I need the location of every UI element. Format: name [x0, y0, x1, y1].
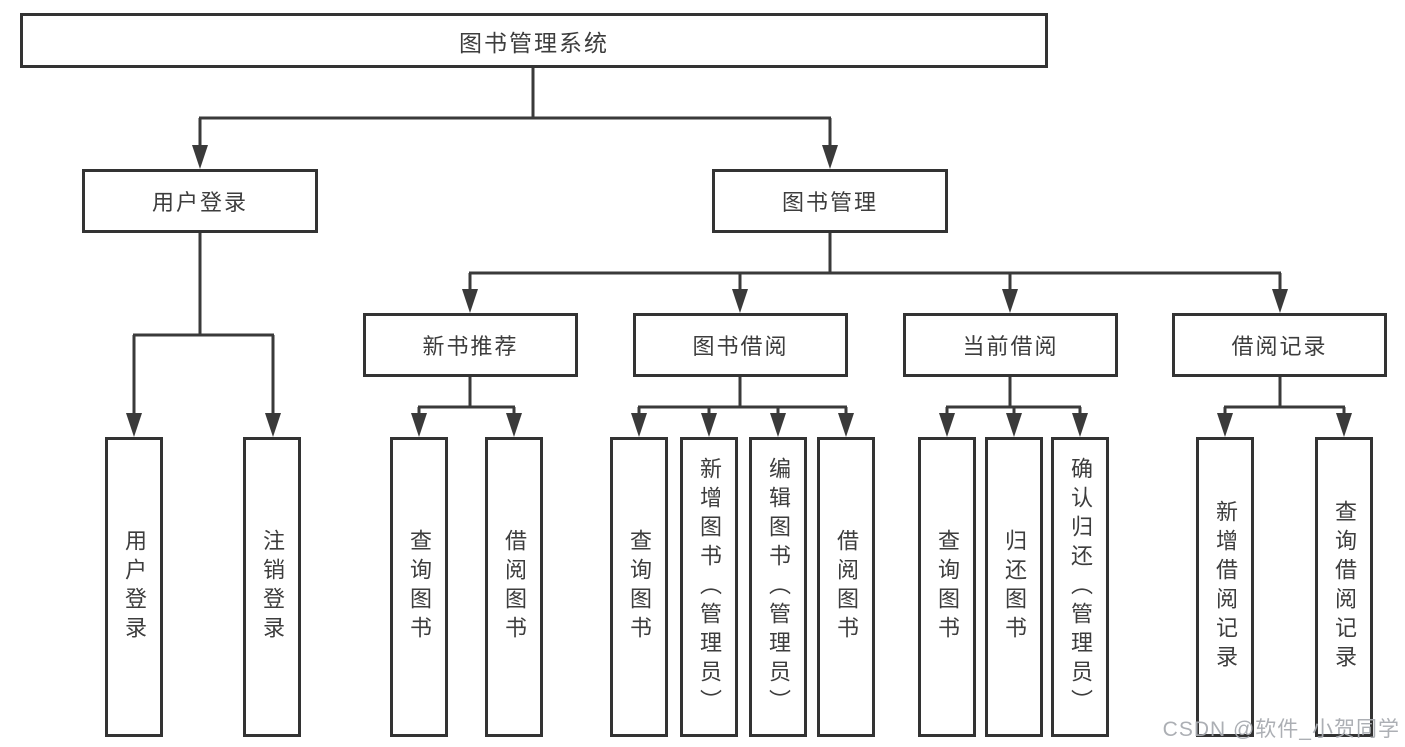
node-root-system: 图书管理系统	[20, 13, 1048, 68]
leaf-add-borrow-record: 新增借阅记录	[1196, 437, 1254, 737]
leaf-logout: 注销登录	[243, 437, 301, 737]
node-label: 用户登录	[151, 190, 248, 215]
node-current-borrow: 当前借阅	[903, 313, 1118, 377]
node-label: 新书推荐	[422, 334, 519, 359]
leaf-return-book: 归还图书	[985, 437, 1043, 737]
node-borrow-record: 借阅记录	[1172, 313, 1387, 377]
node-label: 新增借阅记录	[1213, 500, 1238, 674]
node-label: 用户登录	[122, 529, 147, 645]
node-label: 图书管理	[781, 190, 878, 215]
node-label: 注销登录	[260, 529, 285, 645]
leaf-confirm-return-admin: 确认归还（管理员）	[1051, 437, 1109, 737]
node-label: 当前借阅	[962, 334, 1059, 359]
node-label: 借阅记录	[1231, 334, 1328, 359]
node-label: 归还图书	[1002, 529, 1027, 645]
node-label: 查询图书	[627, 529, 652, 645]
leaf-borrow-book: 借阅图书	[817, 437, 875, 737]
leaf-query-book-borrow: 查询图书	[610, 437, 668, 737]
node-label: 借阅图书	[502, 529, 527, 645]
node-label: 确认归还（管理员）	[1068, 456, 1093, 718]
node-book-borrow: 图书借阅	[633, 313, 848, 377]
leaf-edit-book-admin: 编辑图书（管理员）	[749, 437, 807, 737]
node-user-login: 用户登录	[82, 169, 318, 233]
leaf-borrow-book-recommend: 借阅图书	[485, 437, 543, 737]
node-label: 新增图书（管理员）	[697, 456, 722, 718]
node-label: 编辑图书（管理员）	[766, 456, 791, 718]
node-label: 查询图书	[935, 529, 960, 645]
leaf-user-login: 用户登录	[105, 437, 163, 737]
leaf-add-book-admin: 新增图书（管理员）	[680, 437, 738, 737]
node-new-book-recommend: 新书推荐	[363, 313, 578, 377]
node-label: 查询图书	[407, 529, 432, 645]
node-book-management: 图书管理	[712, 169, 948, 233]
node-label: 图书管理系统	[459, 29, 609, 56]
node-label: 查询借阅记录	[1332, 500, 1357, 674]
watermark: CSDN @软件_小贺同学	[1162, 718, 1400, 741]
leaf-query-book-current: 查询图书	[918, 437, 976, 737]
leaf-query-borrow-record: 查询借阅记录	[1315, 437, 1373, 737]
node-label: 图书借阅	[692, 334, 789, 359]
leaf-query-book-recommend: 查询图书	[390, 437, 448, 737]
node-label: 借阅图书	[834, 529, 859, 645]
